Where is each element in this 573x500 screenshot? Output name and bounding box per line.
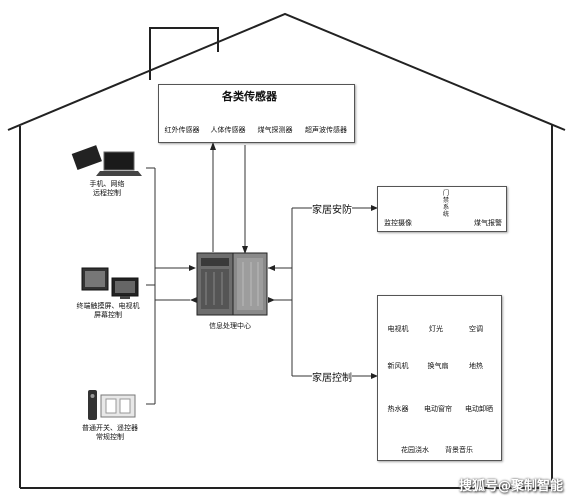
control-label-exhaust-fan: 换气扇: [427, 362, 449, 370]
sensor-label-gas-detector: 煤气探测器: [257, 126, 293, 134]
arrow-left-top: [189, 265, 196, 271]
left-connectors: [146, 167, 190, 405]
arrow-right-bottom: [268, 297, 275, 303]
arrow-left-bottom: [190, 297, 197, 303]
sensors-panel: 各类传感器 红外传感器 人体传感器 煤气探测器 超声波传感器: [158, 84, 355, 143]
sensor-label-ultrasonic: 超声波传感器: [305, 126, 347, 134]
security-branch-label: 家居安防: [312, 201, 352, 216]
info-center-label: 信息处理中心: [209, 322, 251, 330]
security-label-camera: 监控摄像: [384, 219, 412, 227]
control-label-garden-watering: 花园浇水: [401, 446, 429, 454]
watermark: 搜狐号@聚制智能: [458, 479, 563, 494]
server-cabinet-icon: [196, 252, 268, 316]
sensors-title: 各类传感器: [222, 90, 277, 103]
security-panel: 监控摄像 门禁系统 煤气报警: [377, 186, 507, 232]
arrow-right-top: [268, 265, 275, 271]
control-label-fresh-air: 新风机: [387, 362, 409, 370]
switch-remote-label: 普通开关、遥控器 常规控制: [82, 424, 138, 441]
arrow-security: [371, 205, 378, 211]
sensor-connectors: [212, 145, 246, 252]
sensor-label-infrared: 红外传感器: [164, 126, 200, 134]
security-label-gas-alarm: 煤气报警: [474, 219, 502, 227]
arrow-down: [242, 246, 248, 254]
control-label-drying-rack: 电动卸晒: [465, 405, 493, 413]
control-label-background-music: 背景音乐: [445, 446, 473, 454]
control-label-tv: 电视机: [387, 325, 409, 333]
arrow-control: [371, 373, 378, 379]
control-label-ac: 空调: [469, 325, 483, 333]
remote-control-label: 手机、网络 远程控制: [89, 180, 125, 197]
control-panel: 电视机 灯光 空调 新风机 换气扇 地热 热水器 电动窗帘 电动卸晒 花园浇水 …: [377, 295, 502, 461]
tv-monitor-icon: [81, 267, 139, 299]
control-label-floor-heating: 地热: [469, 362, 483, 370]
right-connectors: [268, 207, 376, 377]
sensor-label-human-body: 人体传感器: [210, 126, 246, 134]
security-label-access-control: 门禁系统: [442, 190, 449, 218]
control-label-curtain: 电动窗帘: [424, 405, 452, 413]
touchscreen-tv-label: 终端触摸屏、电视机 屏幕控制: [76, 302, 140, 319]
control-branch-label: 家居控制: [312, 369, 352, 384]
control-label-light: 灯光: [429, 325, 443, 333]
phone-laptop-icon: [71, 145, 142, 176]
remote-switch-icon: [88, 390, 136, 420]
control-label-water-heater: 热水器: [387, 405, 409, 413]
house-outline: [7, 12, 566, 131]
arrow-up: [210, 142, 216, 150]
chimney: [149, 27, 219, 80]
